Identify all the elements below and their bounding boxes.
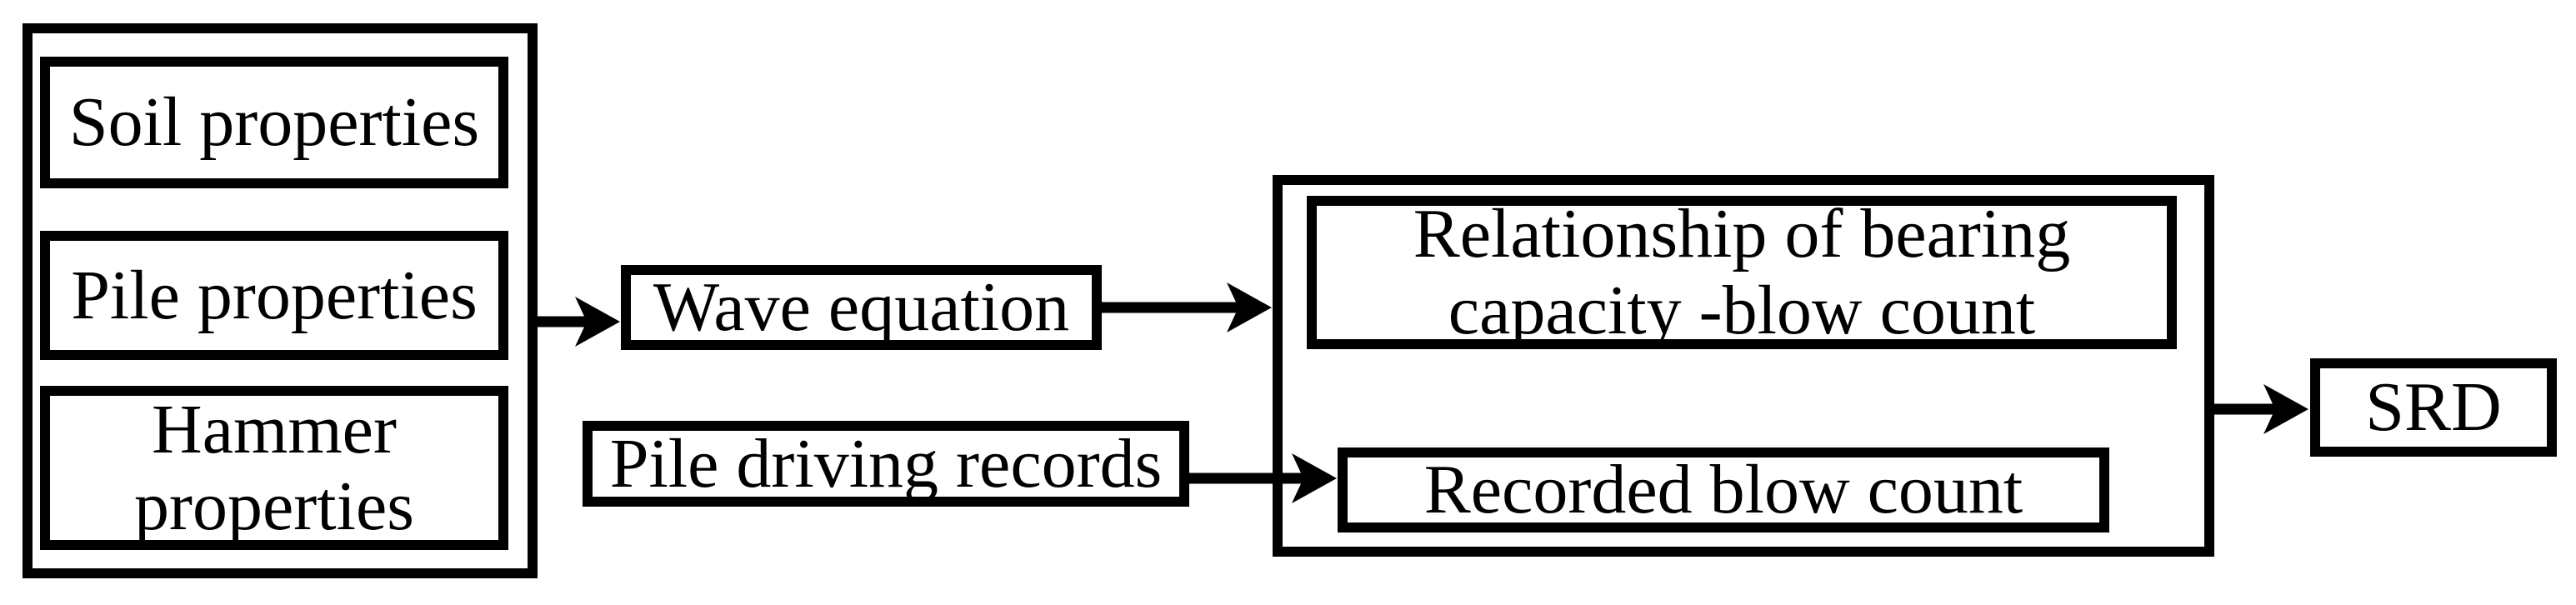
pile-properties-label: Pile properties	[71, 256, 478, 334]
srd-label: SRD	[2365, 368, 2502, 446]
hammer-properties-label: Hammer properties	[134, 390, 414, 545]
hammer-properties-box: Hammer properties	[40, 386, 508, 550]
arrow-records-to-recorded	[1189, 453, 1337, 503]
srd-box: SRD	[2310, 358, 2557, 457]
arrow-wave-to-analysis	[1102, 282, 1272, 332]
wave-equation-label: Wave equation	[653, 268, 1070, 346]
arrowhead-icon	[1227, 282, 1272, 332]
pile-driving-records-label: Pile driving records	[609, 424, 1163, 502]
input-group-box	[23, 23, 538, 578]
arrowhead-icon	[575, 297, 620, 347]
recorded-blow-count-box: Recorded blow count	[1338, 448, 2109, 532]
arrow-analysis-to-srd	[2214, 384, 2308, 434]
pile-driving-records-box: Pile driving records	[583, 421, 1189, 507]
wave-equation-box: Wave equation	[621, 265, 1102, 350]
soil-properties-box: Soil properties	[40, 57, 508, 188]
arrow-inputs-to-wave	[538, 297, 620, 347]
analysis-group-box	[1273, 175, 2214, 557]
relationship-label: Relationship of bearing capacity -blow c…	[1413, 195, 2071, 349]
arrowhead-icon	[1292, 453, 1337, 503]
pile-properties-box: Pile properties	[40, 231, 508, 360]
recorded-blow-count-label: Recorded blow count	[1423, 451, 2023, 528]
arrowhead-icon	[2263, 384, 2308, 434]
relationship-box: Relationship of bearing capacity -blow c…	[1307, 196, 2177, 349]
soil-properties-label: Soil properties	[68, 83, 480, 161]
